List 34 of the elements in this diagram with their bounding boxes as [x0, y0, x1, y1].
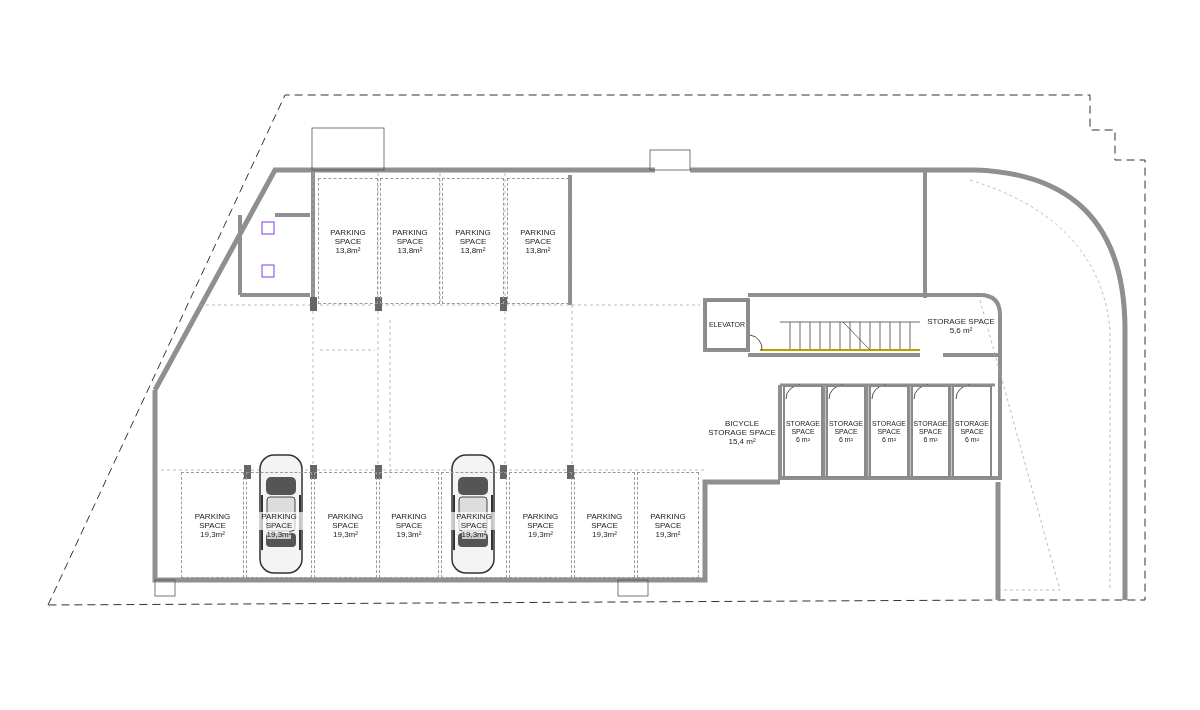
parking-bay — [507, 178, 569, 304]
area-label: 13,8m² — [397, 245, 423, 255]
storage-room — [826, 385, 866, 478]
parking-bay — [637, 472, 699, 578]
area-label: 19,3m² — [655, 529, 681, 539]
storage-room — [705, 300, 749, 350]
area-label: 13,8m² — [525, 245, 551, 255]
area-label: 15,4 m² — [728, 436, 756, 446]
parking-bay — [318, 178, 378, 304]
area-label: 19,3m² — [333, 529, 358, 539]
parking-bay — [509, 472, 572, 578]
area-label: 13,8m² — [460, 245, 486, 255]
storage-room — [952, 385, 992, 478]
parking-bay — [574, 472, 635, 578]
area-label: 19,3m² — [396, 529, 422, 539]
area-label: 5,6 m² — [949, 326, 973, 335]
area-label: 19,3m² — [528, 529, 553, 539]
storage-room — [911, 385, 950, 478]
parking-bay — [181, 472, 244, 578]
area-label: 19,3m² — [266, 529, 292, 539]
parking-bay — [441, 472, 507, 578]
storage-room — [869, 385, 909, 478]
parking-bay — [379, 472, 439, 578]
parking-bay — [246, 472, 312, 578]
parking-bay — [380, 178, 440, 304]
room-label: STORAGE SPACE — [927, 317, 995, 326]
room-label: BICYCLE STORAGE SPACE — [706, 418, 778, 437]
parking-bay — [314, 472, 377, 578]
parking-bay — [442, 178, 504, 304]
area-label: 19,3m² — [592, 529, 617, 539]
area-label: 13,8m² — [335, 245, 361, 255]
area-label: 19,3m² — [461, 529, 487, 539]
area-label: 19,3m² — [200, 529, 225, 539]
storage-room — [783, 385, 823, 478]
